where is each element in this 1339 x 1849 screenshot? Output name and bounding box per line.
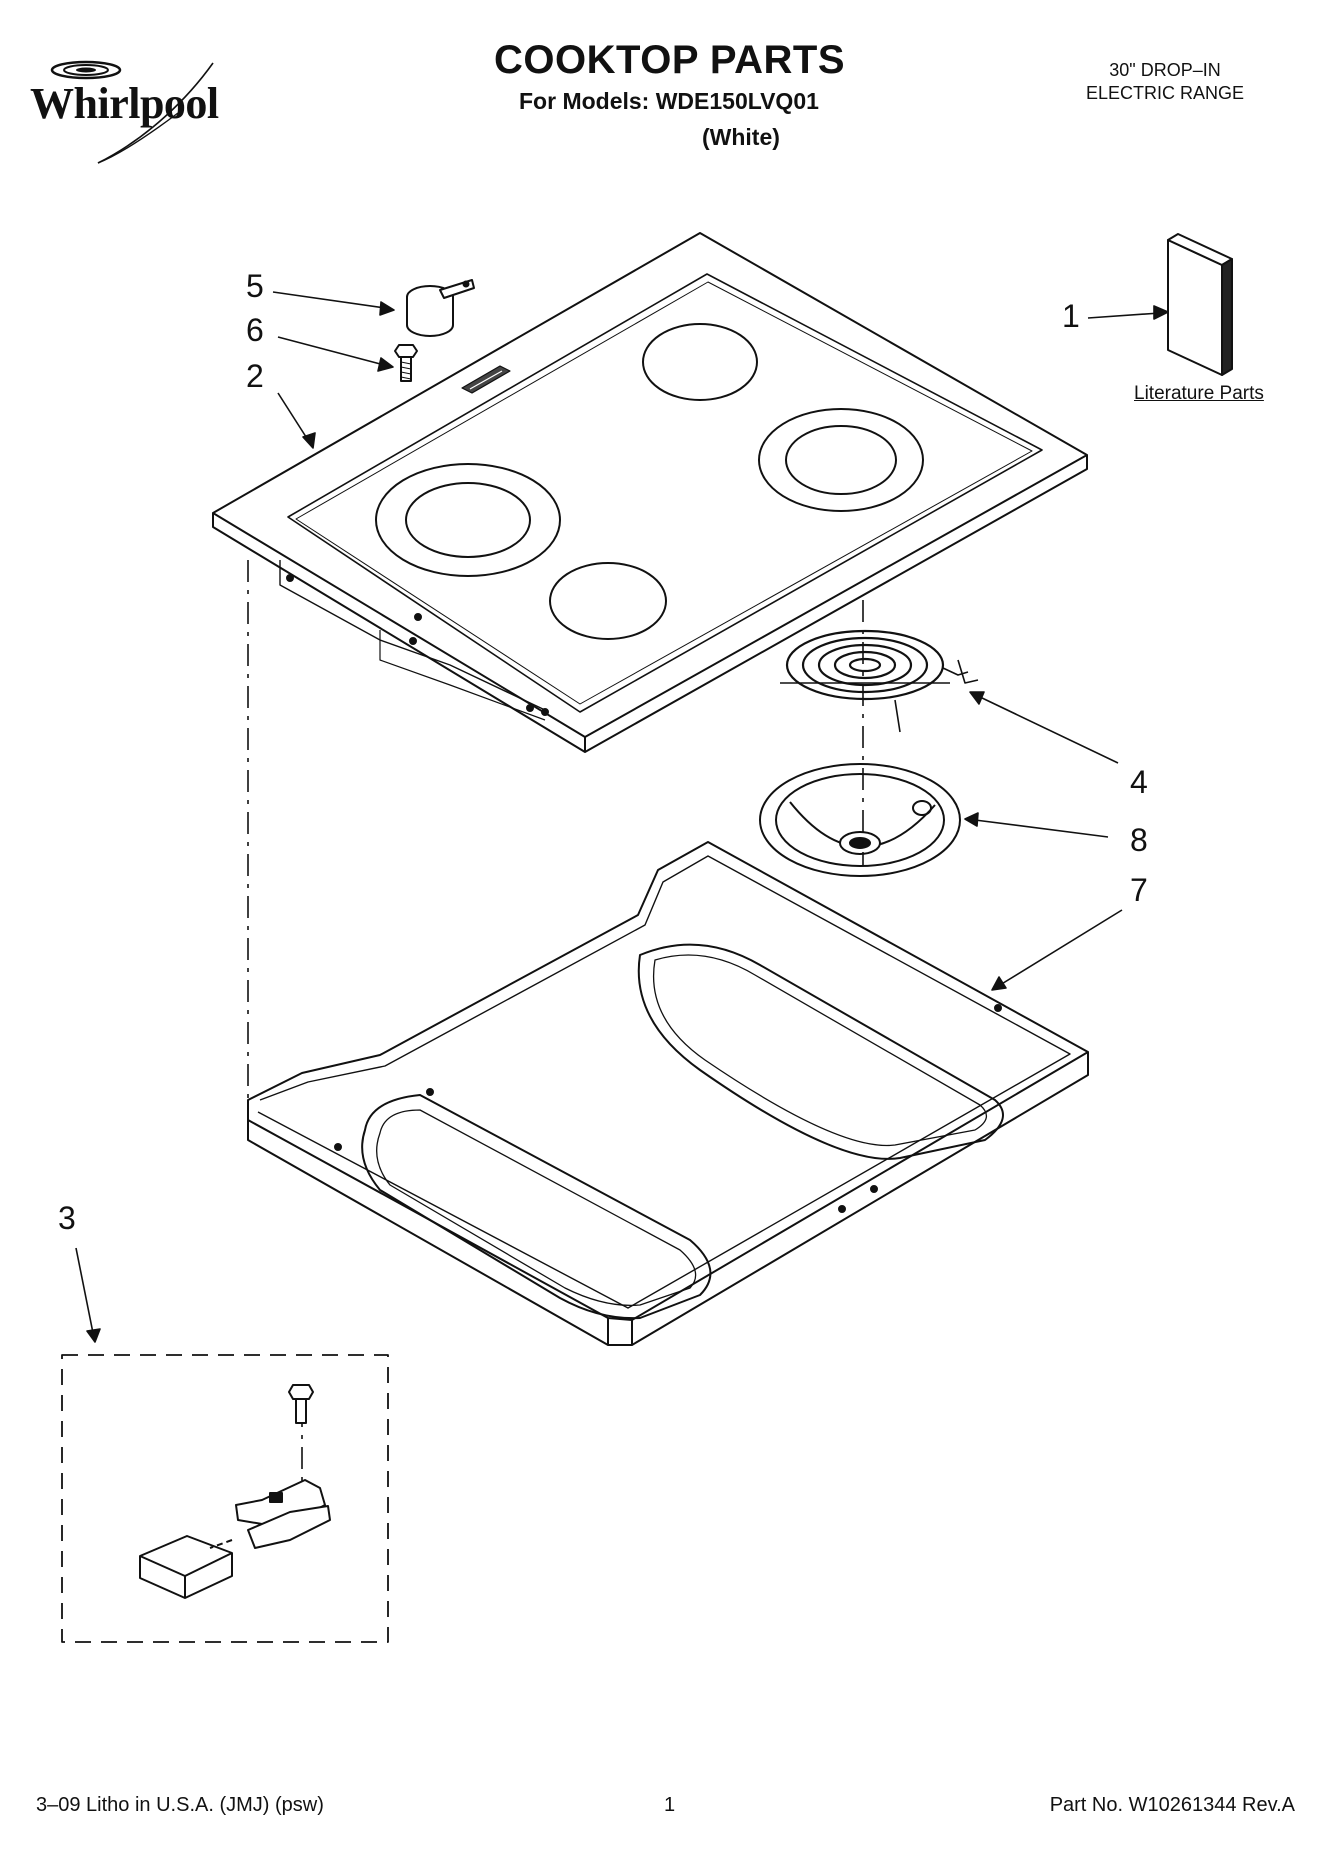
limiter-switch-icon (406, 279, 475, 337)
range-type-line-2: ELECTRIC RANGE (1085, 83, 1245, 103)
callout-3: 3 (58, 1200, 76, 1236)
callout-1: 1 (1062, 298, 1080, 334)
literature-parts-label: Literature Parts (1134, 383, 1264, 404)
color-line: (White) (702, 124, 780, 150)
whirlpool-logo: Whirlpool (28, 58, 278, 168)
logo-text: Whirlpool (30, 79, 219, 128)
callout-4: 4 (1130, 764, 1148, 800)
terminal-block-kit-box (61, 1354, 389, 1643)
callout-2: 2 (246, 358, 264, 394)
footer-part-number: Part No. W10261344 Rev.A (1049, 1794, 1295, 1816)
screw-icon (394, 344, 418, 382)
page-title: COOKTOP PARTS (494, 38, 845, 82)
logo-swirl-icon (50, 60, 214, 164)
callout-7: 7 (1130, 872, 1148, 908)
footer-litho: 3–09 Litho in U.S.A. (JMJ) (psw) (36, 1794, 324, 1816)
models-line: For Models: WDE150LVQ01 (519, 88, 819, 114)
footer-page-number: 1 (664, 1794, 676, 1816)
burner-box-tray-icon (247, 841, 1089, 1346)
surface-element-icon (780, 629, 979, 733)
callout-8: 8 (1130, 822, 1148, 858)
callout-leaders (75, 291, 1169, 1343)
callout-6: 6 (246, 312, 264, 348)
cooktop-panel-icon (212, 232, 1088, 753)
callout-5: 5 (246, 268, 264, 304)
range-type-line-1: 30" DROP–IN (1109, 60, 1221, 80)
terminal-block-kit-icon (139, 1384, 331, 1599)
literature-booklet-icon (1167, 233, 1233, 376)
drip-bowl-icon (759, 763, 961, 877)
